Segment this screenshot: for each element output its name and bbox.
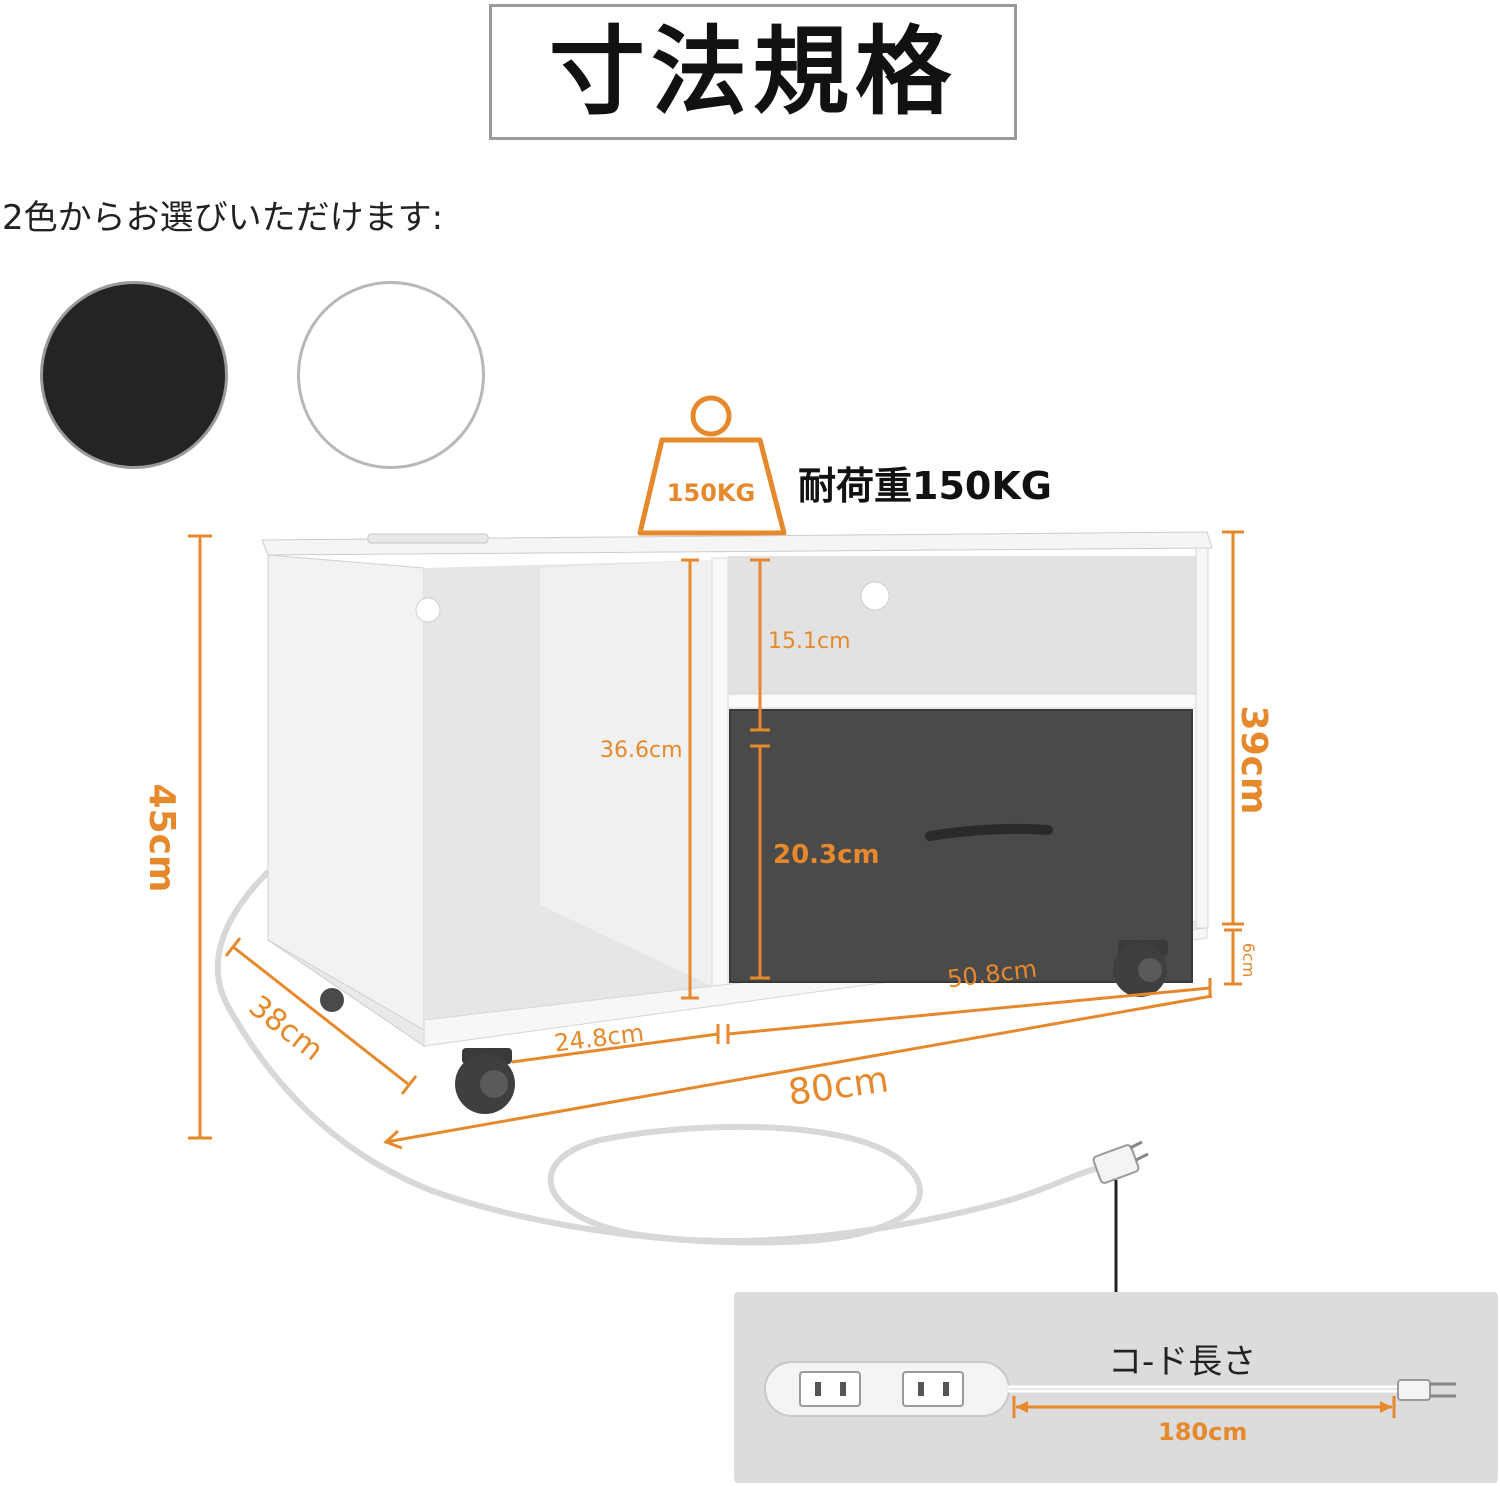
caster-front-right xyxy=(1113,940,1168,997)
power-cord xyxy=(214,869,1113,1246)
plug-head xyxy=(1397,1379,1431,1401)
weight-icon: 150KG xyxy=(637,395,787,536)
caster-back-left xyxy=(320,988,344,1012)
dim-drawer-height: 20.3cm xyxy=(773,840,880,870)
title-box: 寸法規格 xyxy=(489,4,1017,140)
dimension-lines xyxy=(188,530,1244,1150)
cabinet xyxy=(261,531,1213,1047)
color-swatch-black[interactable] xyxy=(40,281,228,469)
color-options-label: 2色からお選びいただけます: xyxy=(2,198,444,238)
fabric-drawer xyxy=(729,709,1193,983)
dim-caster-height: 6cm xyxy=(1239,943,1258,978)
caster-front-left xyxy=(455,1048,515,1114)
dim-height-total: 45cm xyxy=(141,784,182,893)
page-title: 寸法規格 xyxy=(549,16,957,128)
dim-depth: 38cm xyxy=(242,989,330,1068)
color-swatch-white[interactable] xyxy=(297,281,485,469)
caster-wheels xyxy=(320,940,1168,1114)
plug-icon xyxy=(1092,1140,1149,1184)
dim-height-body: 39cm xyxy=(1233,706,1274,815)
load-capacity-label: 耐荷重150KG xyxy=(798,464,1052,508)
drawer-handle xyxy=(925,823,1053,841)
outlet-socket-1 xyxy=(799,1371,861,1407)
cord-length-value: 180cm xyxy=(1158,1418,1248,1446)
weight-badge-text: 150KG xyxy=(667,479,755,507)
dim-shelf-height: 15.1cm xyxy=(768,629,851,654)
cord-length-title: コ-ド長さ xyxy=(1108,1342,1257,1382)
outlet-socket-2 xyxy=(902,1371,964,1407)
power-strip xyxy=(764,1361,1456,1417)
dim-left-height: 36.6cm xyxy=(600,738,683,763)
cord-length-dimension xyxy=(1012,1396,1396,1418)
